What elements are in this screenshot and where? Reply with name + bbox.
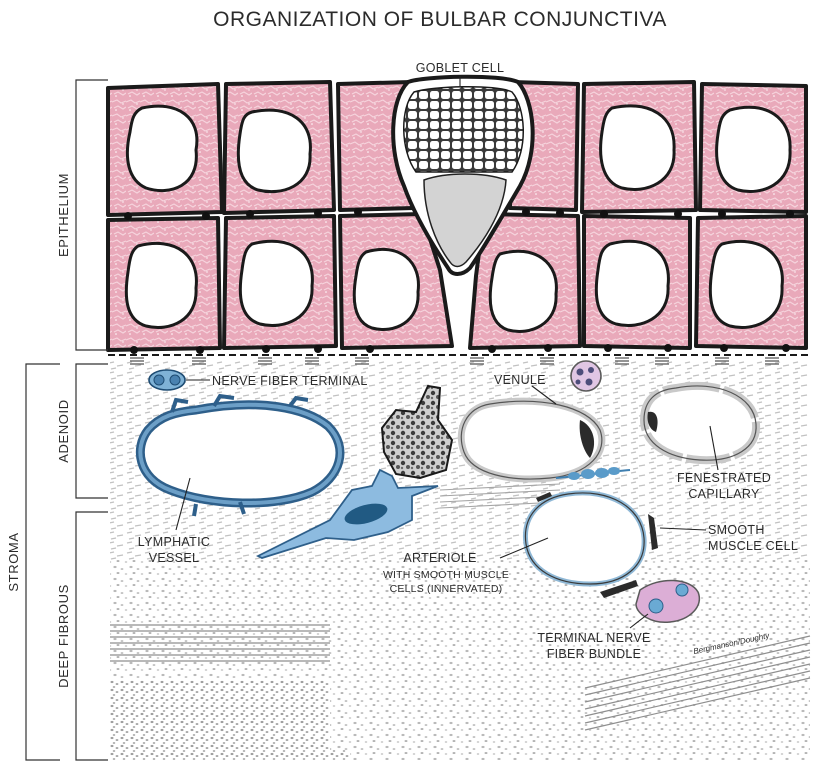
label-arteriole-sub-2: CELLS (INNERVATED)	[390, 583, 503, 595]
epithelium-layer	[106, 74, 810, 365]
epithelial-cell	[106, 216, 222, 352]
label-smooth: SMOOTH	[708, 523, 765, 537]
fibroblast	[255, 468, 439, 559]
page-title: ORGANIZATION OF BULBAR CONJUNCTIVA	[213, 8, 667, 31]
goblet-cell	[391, 74, 535, 276]
region-brackets	[25, 79, 108, 761]
leader-lines	[175, 76, 719, 629]
label-fiber-bundle: FIBER BUNDLE	[547, 647, 642, 661]
label-epithelium: EPITHELIUM	[56, 173, 71, 257]
label-fenestrated: FENESTRATED	[677, 471, 771, 485]
terminal-nerve-fiber-bundle	[635, 579, 701, 623]
label-nerve-fiber-terminal: NERVE FIBER TERMINAL	[212, 374, 368, 388]
label-terminal-nerve: TERMINAL NERVE	[537, 631, 650, 645]
label-stroma: STROMA	[6, 532, 21, 591]
label-adenoid: ADENOID	[56, 399, 71, 462]
epithelial-cell	[582, 214, 692, 350]
label-vessel: VESSEL	[149, 551, 199, 565]
nerve-strand	[555, 467, 631, 480]
venule	[457, 397, 606, 483]
epithelial-cell	[694, 214, 808, 350]
label-arteriole-sub-1: WITH SMOOTH MUSCLE	[383, 569, 509, 581]
nerve-fiber-terminal	[148, 369, 186, 391]
epithelial-cell	[222, 214, 338, 350]
label-lymphatic: LYMPHATIC	[138, 535, 210, 549]
mast-cell	[380, 384, 454, 480]
label-arteriole: ARTERIOLE	[403, 551, 476, 565]
label-deep-fibrous: DEEP FIBROUS	[56, 584, 71, 688]
fenestrated-capillary	[639, 381, 761, 465]
label-goblet-cell: GOBLET CELL	[416, 61, 505, 75]
epithelial-cell	[338, 212, 454, 350]
epithelial-cell	[106, 82, 224, 217]
epithelial-cell	[698, 82, 808, 214]
label-muscle-cell: MUSCLE CELL	[708, 539, 798, 553]
epithelial-cell	[580, 80, 698, 214]
label-capillary: CAPILLARY	[688, 487, 760, 501]
inflammatory-cell	[570, 360, 602, 392]
epithelial-cell	[468, 212, 582, 350]
arteriole	[522, 490, 658, 598]
label-venule: VENULE	[494, 373, 546, 387]
epithelial-cell	[222, 80, 336, 215]
